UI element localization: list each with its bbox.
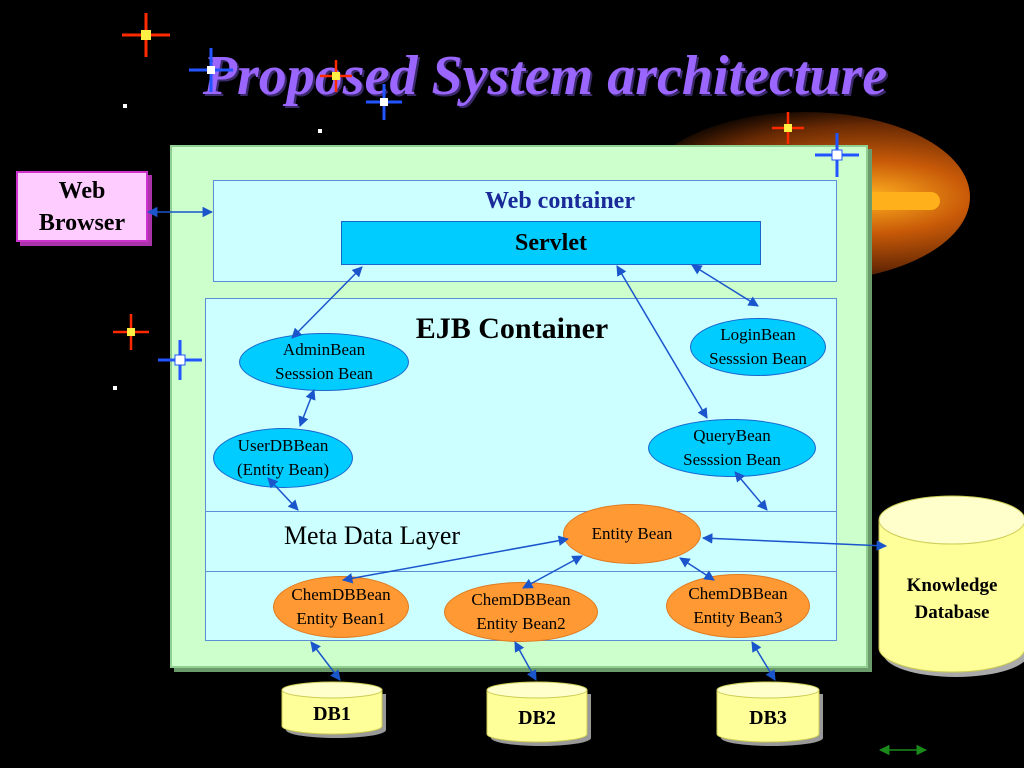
query-session-bean[interactable]: QueryBean Sesssion Bean (648, 419, 816, 477)
star-dot-3 (113, 386, 117, 390)
admin-bean-line2: Sesssion Bean (275, 364, 373, 383)
star-dot-1 (123, 104, 127, 108)
servlet-box[interactable]: Servlet (341, 221, 761, 265)
chemdb-entity-bean1[interactable]: ChemDBBean Entity Bean1 (273, 576, 409, 638)
db1-label: DB1 (313, 703, 351, 725)
star-red-4 (113, 314, 149, 350)
chem2-line1: ChemDBBean (471, 590, 571, 609)
star-blue-3 (815, 133, 859, 177)
knowledge-database-label: Knowledge Database (879, 572, 1024, 626)
knowledge-database-cylinder[interactable] (878, 495, 1024, 677)
decorative-stars (113, 13, 859, 390)
db3-label: DB3 (749, 707, 787, 729)
knowledge-database-line1: Knowledge (906, 575, 998, 596)
chemdb-entity-bean3[interactable]: ChemDBBean Entity Bean3 (666, 574, 810, 638)
login-bean-line1: LoginBean (720, 325, 796, 344)
db2-cylinder[interactable] (486, 681, 591, 746)
db1-cylinder[interactable] (281, 681, 386, 738)
connector-arrows (146, 206, 888, 681)
admin-bean-line1: AdminBean (282, 340, 366, 359)
knowledge-database-line2: Database (914, 602, 990, 623)
star-red-1 (122, 13, 170, 57)
star-blue-4 (158, 340, 202, 380)
ejb-container-label: EJB Container (415, 312, 609, 345)
web-browser-label-line1: Web (58, 177, 106, 204)
comet-core (860, 192, 940, 210)
chem3-line1: ChemDBBean (688, 584, 788, 603)
page-title: Proposed System architecture (202, 45, 888, 107)
query-bean-line2: Sesssion Bean (683, 450, 781, 469)
login-session-bean[interactable]: LoginBean Sesssion Bean (690, 318, 826, 376)
star-red-3 (772, 112, 804, 144)
star-blue-2 (366, 84, 402, 120)
star-dot-2 (318, 129, 322, 133)
star-blue-1 (189, 48, 233, 92)
db2-label: DB2 (518, 707, 556, 729)
chemdb-entity-bean2[interactable]: ChemDBBean Entity Bean2 (444, 582, 598, 642)
star-red-2 (320, 60, 352, 92)
login-bean-line2: Sesssion Bean (709, 349, 807, 368)
query-bean-line1: QueryBean (693, 426, 771, 445)
chem1-line2: Entity Bean1 (296, 609, 386, 628)
web-browser-box[interactable]: Web Browser (16, 171, 148, 242)
chem2-line2: Entity Bean2 (476, 614, 566, 633)
db3-cylinder[interactable] (716, 681, 823, 746)
userdb-bean-line1: UserDBBean (237, 436, 329, 455)
web-container-label: Web container (485, 188, 635, 214)
admin-session-bean[interactable]: AdminBean Sesssion Bean (239, 333, 409, 391)
entity-bean-label: Entity Bean (591, 524, 673, 543)
chem1-line1: ChemDBBean (291, 585, 391, 604)
userdb-bean-line2: (Entity Bean) (236, 460, 330, 479)
entity-bean[interactable]: Entity Bean (563, 504, 701, 564)
web-browser-label-line2: Browser (38, 209, 126, 236)
chem3-line2: Entity Bean3 (693, 608, 783, 627)
